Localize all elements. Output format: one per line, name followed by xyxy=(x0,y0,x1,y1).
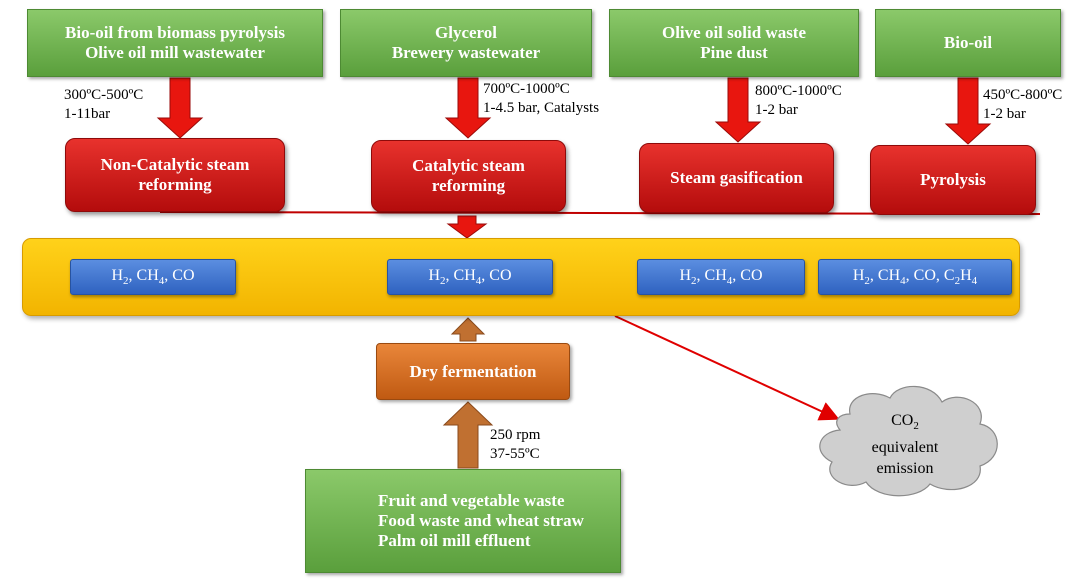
gas-formula: H2, CH4, CO xyxy=(111,266,195,288)
condition-line: 37-55ºC xyxy=(490,446,540,462)
process-non-catalytic-steam-reforming: Non-Catalytic steam reforming xyxy=(65,138,285,212)
arrow-source1-to-process1 xyxy=(156,77,204,139)
condition-line: 1-2 bar xyxy=(755,102,798,118)
arrow-source4-to-process4 xyxy=(944,77,992,145)
condition-label-4: 450ºC-800ºC 1-2 bar xyxy=(983,86,1062,124)
arrow-band-to-emission xyxy=(614,315,840,421)
arrow-source3-to-process3 xyxy=(714,77,762,143)
arrow-source2-to-process2 xyxy=(444,77,492,139)
fermentation-label: Dry fermentation xyxy=(409,361,537,381)
source-box-line: Olive oil mill wastewater xyxy=(85,43,265,62)
gas-product-box-1: H2, CH4, CO xyxy=(70,259,236,295)
condition-line: 300ºC-500ºC xyxy=(64,87,144,103)
source-box-line: Brewery wastewater xyxy=(391,43,541,62)
source-box-glycerol-brewery: Glycerol Brewery wastewater xyxy=(340,9,592,77)
process-label-line: Steam gasification xyxy=(670,168,803,187)
emission-line: emission xyxy=(876,460,934,478)
gas-formula: H2, CH4, CO, C2H4 xyxy=(852,266,978,288)
emission-co2: CO2 xyxy=(891,412,919,433)
emission-label: CO2 equivalent emission xyxy=(830,410,980,479)
source-box-line: Palm oil mill effluent xyxy=(378,531,531,550)
condition-line: 250 rpm xyxy=(490,427,541,443)
source-box-bio-oil: Bio-oil xyxy=(875,9,1061,77)
source-box-line: Fruit and vegetable waste xyxy=(378,491,565,510)
condition-line: 700ºC-1000ºC xyxy=(483,81,570,97)
process-label-line: Catalytic steam xyxy=(412,156,525,175)
arrow-bottom-to-fermentation xyxy=(442,401,494,469)
source-box-line: Olive oil solid waste xyxy=(661,23,807,42)
process-label-line: reforming xyxy=(138,175,212,194)
condition-label-3: 800ºC-1000ºC 1-2 bar xyxy=(755,82,842,120)
gas-product-box-4: H2, CH4, CO, C2H4 xyxy=(818,259,1012,295)
source-box-fruit-food-palm: Fruit and vegetable waste Food waste and… xyxy=(305,469,621,573)
process-label-line: Non-Catalytic steam xyxy=(100,155,250,174)
process-dry-fermentation: Dry fermentation xyxy=(376,343,570,400)
arrow-processes-to-band xyxy=(446,215,488,239)
emission-cloud xyxy=(819,385,998,497)
process-label-line: Pyrolysis xyxy=(920,170,986,189)
condition-line: 1-11bar xyxy=(64,106,111,122)
condition-label-2: 700ºC-1000ºC 1-4.5 bar, Catalysts xyxy=(483,80,599,118)
gas-product-box-3: H2, CH4, CO xyxy=(637,259,805,295)
condition-line: 450ºC-800ºC xyxy=(983,87,1063,103)
gas-formula: H2, CH4, CO xyxy=(679,266,763,288)
condition-label-1: 300ºC-500ºC 1-11bar xyxy=(64,86,143,124)
process-catalytic-steam-reforming: Catalytic steam reforming xyxy=(371,140,566,212)
source-box-line: Glycerol xyxy=(435,23,497,42)
fermentation-conditions: 250 rpm 37-55ºC xyxy=(490,426,540,464)
source-box-bio-oil-olive-wastewater: Bio-oil from biomass pyrolysis Olive oil… xyxy=(27,9,323,77)
condition-line: 1-2 bar xyxy=(983,106,1026,122)
process-pyrolysis: Pyrolysis xyxy=(870,145,1036,215)
source-box-line: Bio-oil from biomass pyrolysis xyxy=(65,23,285,42)
condition-line: 1-4.5 bar, Catalysts xyxy=(483,100,600,116)
source-box-line: Food waste and wheat straw xyxy=(378,511,584,530)
source-box-line: Pine dust xyxy=(700,43,768,62)
source-box-line: Bio-oil xyxy=(943,33,993,52)
source-box-olive-solid-pine: Olive oil solid waste Pine dust xyxy=(609,9,859,77)
arrow-fermentation-to-band xyxy=(450,317,486,342)
condition-line: 800ºC-1000ºC xyxy=(755,83,842,99)
gas-product-box-2: H2, CH4, CO xyxy=(387,259,553,295)
emission-line: equivalent xyxy=(871,439,939,457)
process-label-line: reforming xyxy=(431,176,506,195)
gas-formula: H2, CH4, CO xyxy=(428,266,512,288)
process-steam-gasification: Steam gasification xyxy=(639,143,834,213)
